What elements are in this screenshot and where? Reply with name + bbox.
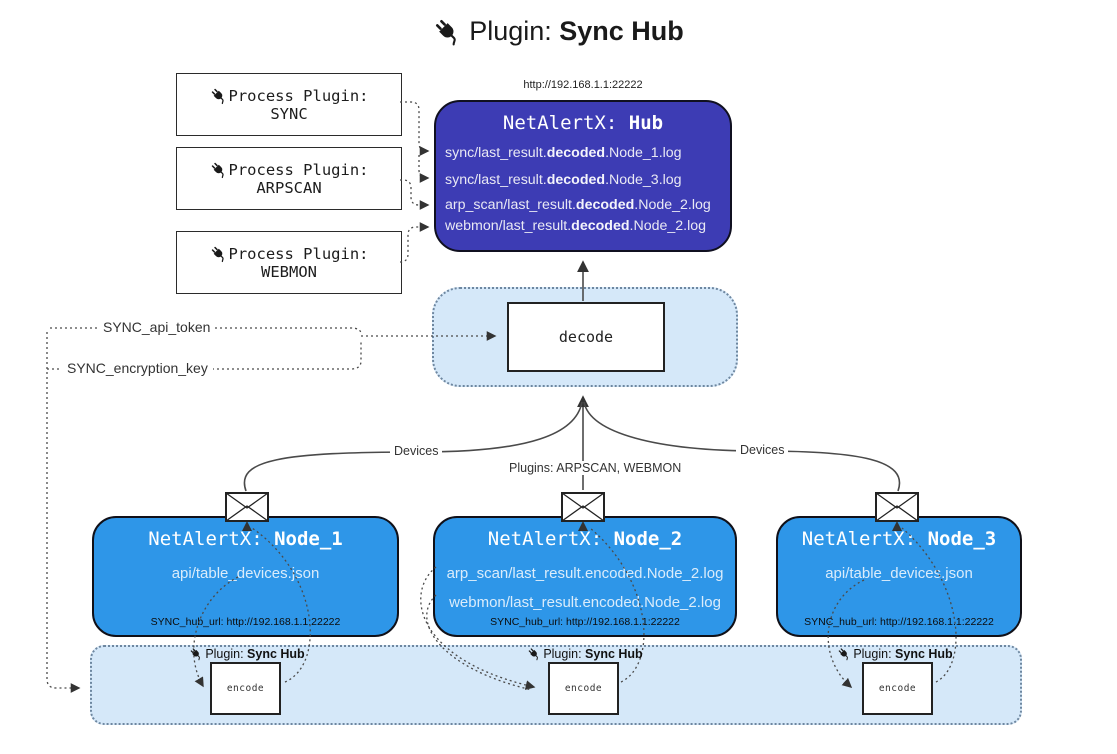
devices-left-label: Devices	[390, 444, 443, 458]
plugins-mid-label: Plugins: ARPSCAN, WEBMON	[505, 461, 686, 475]
connector-settings-to-encode-zone	[46, 332, 81, 693]
process-plugin-name: SYNC	[270, 104, 308, 123]
netalertx-hub-box: NetAlertX: Hub sync/last_result.decoded.…	[434, 100, 732, 252]
sync-encryption-key-label: SYNC_encryption_key	[62, 360, 213, 376]
node-title: NetAlertX: Node_2	[487, 528, 683, 550]
encode-box-node2: encode	[548, 662, 619, 715]
node-hub-url: SYNC_hub_url: http://192.168.1.1:22222	[490, 616, 680, 628]
connector-sync-to-log2	[418, 155, 430, 183]
node-hub-url: SYNC_hub_url: http://192.168.1.1:22222	[804, 616, 994, 628]
netalertx-node1-box: NetAlertX: Node_1 api/table_devices.json…	[92, 516, 399, 637]
encode-box-node1: encode	[210, 662, 281, 715]
process-plugin-webmon-box: Process Plugin: WEBMON	[176, 231, 402, 294]
page-title-prefix: Plugin:	[469, 16, 560, 46]
node-file: api/table_devices.json	[171, 565, 320, 582]
sync-api-token-label: SYNC_api_token	[98, 319, 216, 335]
page-title-bold: Sync Hub	[559, 16, 684, 46]
plug-icon	[837, 646, 852, 661]
hub-url-label: http://192.168.1.1:22222	[523, 79, 643, 91]
plug-icon	[433, 16, 463, 46]
process-plugin-label: Process Plugin:	[228, 244, 369, 263]
hub-log-line: sync/last_result.decoded.Node_3.log	[445, 172, 682, 188]
plugin-sync-hub-label-2: Plugin: Sync Hub	[527, 645, 643, 662]
netalertx-node3-box: NetAlertX: Node_3 api/table_devices.json…	[776, 516, 1022, 637]
process-plugin-name: WEBMON	[261, 262, 317, 281]
node-file: arp_scan/last_result.encoded.Node_2.log	[446, 565, 724, 582]
process-plugin-sync-box: Process Plugin: SYNC	[176, 73, 402, 136]
decode-box: decode	[507, 302, 665, 372]
connector-webmon-to-log4	[399, 222, 430, 263]
node-title: NetAlertX: Node_3	[801, 528, 997, 550]
hub-title: NetAlertX: Hub	[502, 112, 664, 134]
plug-icon	[189, 646, 204, 661]
plug-icon	[209, 160, 228, 179]
devices-right-label: Devices	[736, 443, 789, 457]
hub-log-line: sync/last_result.decoded.Node_1.log	[445, 145, 682, 161]
process-plugin-name: ARPSCAN	[256, 178, 322, 197]
node-file: webmon/last_result.encoded.Node_2.log	[449, 594, 721, 611]
netalertx-node2-box: NetAlertX: Node_2 arp_scan/last_result.e…	[433, 516, 737, 637]
node-file: api/table_devices.json	[825, 565, 973, 582]
process-plugin-label: Process Plugin:	[228, 160, 369, 179]
connector-sync-to-log1	[400, 101, 430, 156]
connector-arpscan-to-log3	[400, 179, 430, 210]
hub-log-line: webmon/last_result.decoded.Node_2.log	[445, 218, 707, 234]
process-plugin-arpscan-box: Process Plugin: ARPSCAN	[176, 147, 402, 210]
plug-icon	[527, 646, 542, 661]
plugin-sync-hub-label-3: Plugin: Sync Hub	[837, 645, 953, 662]
encode-box-node3: encode	[862, 662, 933, 715]
node-hub-url: SYNC_hub_url: http://192.168.1.1:22222	[150, 616, 341, 628]
hub-log-line: arp_scan/last_result.decoded.Node_2.log	[445, 197, 711, 213]
page-title: Plugin: Sync Hub	[0, 16, 1117, 47]
plug-icon	[209, 244, 228, 263]
node-title: NetAlertX: Node_1	[148, 528, 343, 550]
process-plugin-label: Process Plugin:	[228, 86, 369, 105]
plug-icon	[209, 86, 228, 105]
plugin-sync-hub-label-1: Plugin: Sync Hub	[189, 645, 305, 662]
